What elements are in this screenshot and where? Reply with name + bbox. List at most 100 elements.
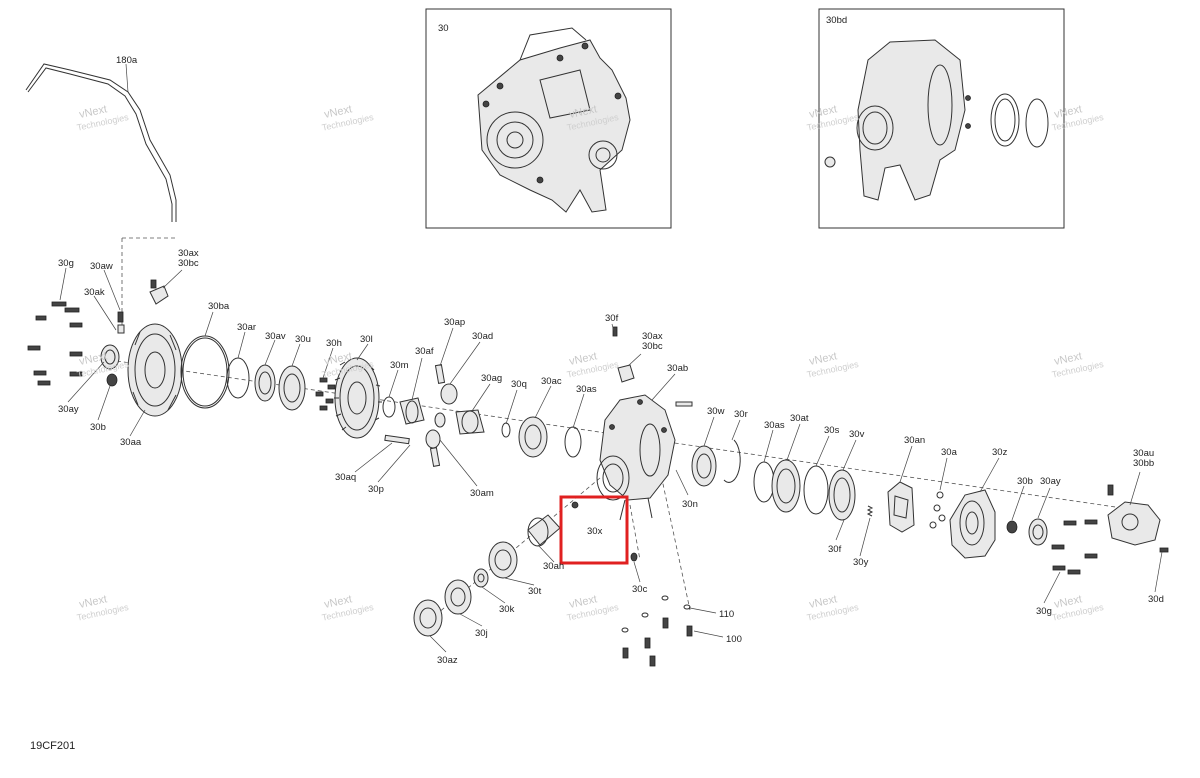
ring-30as-right[interactable]	[753, 461, 775, 503]
callout-30au[interactable]: 30au	[1133, 448, 1154, 459]
callout-30v[interactable]: 30v	[849, 429, 865, 440]
callout-30ay-left[interactable]: 30ay	[58, 404, 79, 415]
callout-30at[interactable]: 30at	[790, 413, 809, 424]
seal-30ay-left[interactable]	[100, 344, 120, 370]
callout-30y[interactable]: 30y	[853, 557, 869, 568]
gear-30av[interactable]	[254, 364, 276, 402]
inset-assembly-30[interactable]: 30	[425, 8, 672, 229]
callout-30ag[interactable]: 30ag	[481, 373, 502, 384]
pin-30ab[interactable]	[675, 401, 693, 407]
callout-30b-right[interactable]: 30b	[1017, 476, 1033, 487]
callout-30ax-left[interactable]: 30ax	[178, 248, 199, 259]
callout-30m[interactable]: 30m	[390, 360, 409, 371]
callout-30ba[interactable]: 30ba	[208, 301, 230, 312]
callout-30an[interactable]: 30an	[904, 435, 925, 446]
spider-gear-30ad[interactable]	[440, 383, 458, 405]
plug-30b-right[interactable]	[1006, 520, 1018, 534]
ring-30m[interactable]	[382, 396, 396, 418]
sensor-30f-30ax[interactable]	[612, 326, 635, 383]
callout-30f-bottom[interactable]: 30f	[828, 544, 842, 555]
bolts-30g-left[interactable]	[27, 301, 83, 386]
callout-180a[interactable]: 180a	[116, 55, 138, 66]
callout-30u[interactable]: 30u	[295, 334, 311, 345]
callout-30g-right[interactable]: 30g	[1036, 606, 1052, 617]
coupler-30ac[interactable]	[518, 416, 548, 458]
o-ring-30ba[interactable]	[180, 335, 230, 409]
fork-30an[interactable]	[887, 481, 915, 533]
bearing-30u[interactable]	[278, 365, 306, 411]
seal-30ay-right[interactable]	[1028, 518, 1048, 546]
snap-ring-30r[interactable]	[723, 439, 741, 483]
seal-30w[interactable]	[691, 445, 717, 487]
callout-30av[interactable]: 30av	[265, 331, 286, 342]
callout-30ax-mid[interactable]: 30ax	[642, 331, 663, 342]
callout-30ak[interactable]: 30ak	[84, 287, 105, 298]
sensor-30ax-left[interactable]	[117, 279, 169, 334]
callout-30aq[interactable]: 30aq	[335, 472, 356, 483]
callout-30r[interactable]: 30r	[734, 409, 748, 420]
ring-30s[interactable]	[803, 465, 829, 515]
callout-30ay-right[interactable]: 30ay	[1040, 476, 1061, 487]
callout-30as-right[interactable]: 30as	[764, 420, 785, 431]
callout-30b-left[interactable]: 30b	[90, 422, 106, 433]
callout-30w[interactable]: 30w	[707, 406, 725, 417]
callout-30ap[interactable]: 30ap	[444, 317, 465, 328]
bolts-30g-right[interactable]	[1052, 565, 1081, 575]
bolts-100[interactable]	[622, 617, 693, 667]
carrier-30af[interactable]	[399, 397, 425, 425]
pins-30ap[interactable]	[429, 364, 446, 467]
ring-gear-30l[interactable]	[334, 357, 382, 439]
plug-30c[interactable]	[630, 552, 638, 562]
bolts-30h[interactable]	[315, 377, 336, 411]
callout-30d[interactable]: 30d	[1148, 594, 1164, 605]
callout-30ac[interactable]: 30ac	[541, 376, 562, 387]
shaft-30aq[interactable]	[384, 434, 410, 445]
callout-30af[interactable]: 30af	[415, 346, 434, 357]
callout-30a[interactable]: 30a	[941, 447, 958, 458]
callout-30j[interactable]: 30j	[475, 628, 488, 639]
callout-100[interactable]: 100	[726, 634, 742, 645]
callout-30n[interactable]: 30n	[682, 499, 698, 510]
ring-30as-left[interactable]	[564, 426, 582, 458]
callout-30q[interactable]: 30q	[511, 379, 527, 390]
callout-30am[interactable]: 30am	[470, 488, 494, 499]
washer-30q[interactable]	[501, 422, 511, 438]
plug-30b-left[interactable]	[106, 373, 118, 387]
callout-30s[interactable]: 30s	[824, 425, 840, 436]
main-housing-30ab[interactable]	[596, 394, 676, 521]
clutch-30v[interactable]	[828, 469, 856, 521]
balls-30a[interactable]	[929, 491, 946, 529]
callout-30aw[interactable]: 30aw	[90, 261, 113, 272]
side-gear-30ag[interactable]	[455, 409, 485, 435]
callout-30as-left[interactable]: 30as	[576, 384, 597, 395]
bearing-30t[interactable]	[488, 541, 518, 579]
callout-30ar[interactable]: 30ar	[237, 322, 256, 333]
right-cover-30z[interactable]	[949, 489, 996, 559]
callout-30bb[interactable]: 30bb	[1133, 458, 1154, 469]
spring-30y[interactable]	[866, 505, 874, 517]
callout-30ab[interactable]: 30ab	[667, 363, 688, 374]
callout-30aa[interactable]: 30aa	[120, 437, 142, 448]
callout-30f-top[interactable]: 30f	[605, 313, 619, 324]
nut-30k[interactable]	[473, 568, 489, 588]
callout-30l[interactable]: 30l	[360, 334, 373, 345]
callout-30k[interactable]: 30k	[499, 604, 515, 615]
breather-tube-180a[interactable]	[25, 63, 177, 222]
spider-gear-30am[interactable]	[425, 412, 446, 449]
callout-30c[interactable]: 30c	[632, 584, 648, 595]
callout-30t[interactable]: 30t	[528, 586, 542, 597]
left-cover-30aa[interactable]	[127, 323, 183, 417]
callout-30x[interactable]: 30x	[587, 526, 603, 537]
pinion-30ah[interactable]	[527, 514, 561, 547]
callout-30ah[interactable]: 30ah	[543, 561, 564, 572]
callout-30ad[interactable]: 30ad	[472, 331, 493, 342]
callout-30g[interactable]: 30g	[58, 258, 74, 269]
inset-assembly-30bd[interactable]: 30bd	[818, 8, 1065, 229]
actuator-30au[interactable]	[1107, 484, 1161, 546]
flange-30j[interactable]	[444, 579, 472, 615]
gear-30at[interactable]	[771, 459, 801, 513]
callout-30az[interactable]: 30az	[437, 655, 458, 666]
callout-30h[interactable]: 30h	[326, 338, 342, 349]
bolts-30d-right[interactable]	[1051, 519, 1169, 559]
callout-30bc-left[interactable]: 30bc	[178, 258, 199, 269]
